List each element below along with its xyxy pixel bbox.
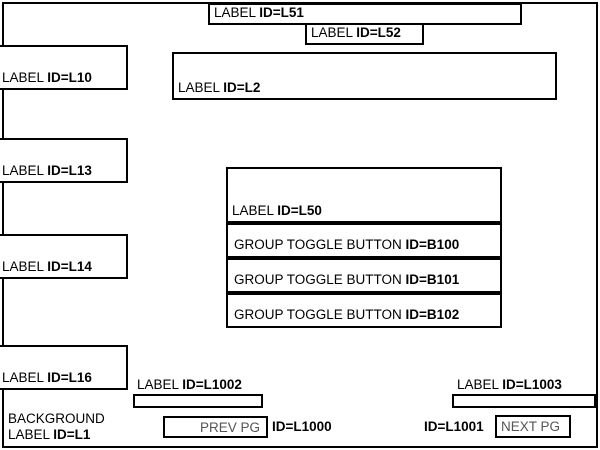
label-box-l14-id: ID=L14 xyxy=(47,259,92,274)
next-page-button-id: ID=L1001 xyxy=(424,419,484,435)
pagination-next-caption-id: ID=L1003 xyxy=(502,377,562,392)
group-toggle-button-b100-prefix: GROUP TOGGLE BUTTON xyxy=(234,237,406,252)
label-box-l10-text: LABEL ID=L10 xyxy=(2,70,92,85)
label-box-l13-prefix: LABEL xyxy=(2,163,48,178)
label-box-l52: LABEL ID=L52 xyxy=(305,23,424,45)
background-label-l1: BACKGROUND LABEL ID=L1 xyxy=(8,411,105,443)
label-box-l10-id: ID=L10 xyxy=(47,70,92,85)
pagination-next-caption: LABEL ID=L1003 xyxy=(457,377,562,392)
label-box-l51-id: ID=L51 xyxy=(259,5,304,20)
label-box-l51-prefix: LABEL xyxy=(214,5,260,20)
label-box-l16-text: LABEL ID=L16 xyxy=(2,370,92,385)
label-box-l52-text: LABEL ID=L52 xyxy=(311,25,401,40)
label-box-l16-id: ID=L16 xyxy=(47,370,92,385)
group-header-l50-id: ID=L50 xyxy=(277,203,322,218)
toggle-group-container: LABEL ID=L50 xyxy=(226,167,502,223)
group-toggle-button-b102-id: ID=B102 xyxy=(405,307,460,322)
group-toggle-button-b101[interactable]: GROUP TOGGLE BUTTON ID=B101 xyxy=(226,258,502,293)
label-box-l10-prefix: LABEL xyxy=(2,70,48,85)
label-box-l16: LABEL ID=L16 xyxy=(0,345,128,390)
group-toggle-button-b101-text: GROUP TOGGLE BUTTON ID=B101 xyxy=(234,272,459,287)
label-box-l52-id: ID=L52 xyxy=(356,25,401,40)
group-toggle-button-b102[interactable]: GROUP TOGGLE BUTTON ID=B102 xyxy=(226,293,502,328)
label-box-l14-text: LABEL ID=L14 xyxy=(2,259,92,274)
label-box-l13: LABEL ID=L13 xyxy=(0,138,128,183)
label-box-l51: LABEL ID=L51 xyxy=(208,3,522,25)
background-label-l1-line2: LABEL ID=L1 xyxy=(8,427,105,443)
prev-page-button-label: PREV PG xyxy=(199,419,260,435)
label-box-l2: LABEL ID=L2 xyxy=(172,52,557,100)
next-page-button[interactable]: NEXT PG xyxy=(495,415,571,438)
group-toggle-button-b102-prefix: GROUP TOGGLE BUTTON xyxy=(234,307,406,322)
group-toggle-button-b101-prefix: GROUP TOGGLE BUTTON xyxy=(234,272,406,287)
group-toggle-button-b101-id: ID=B101 xyxy=(405,272,460,287)
prev-page-button-id: ID=L1000 xyxy=(272,419,332,435)
label-box-l51-text: LABEL ID=L51 xyxy=(214,5,304,20)
background-label-l1-prefix: LABEL xyxy=(8,427,54,442)
pagination-next-caption-prefix: LABEL xyxy=(457,377,503,392)
label-box-l52-prefix: LABEL xyxy=(311,25,357,40)
group-toggle-button-b100-id: ID=B100 xyxy=(405,237,460,252)
background-label-l1-line1: BACKGROUND xyxy=(8,411,105,426)
group-header-l50-text: LABEL ID=L50 xyxy=(232,203,322,218)
prev-page-button[interactable]: PREV PG xyxy=(163,416,268,438)
next-page-button-id-text: ID=L1001 xyxy=(424,419,484,434)
group-header-l50-prefix: LABEL xyxy=(232,203,278,218)
group-toggle-button-b100-text: GROUP TOGGLE BUTTON ID=B100 xyxy=(234,237,459,252)
next-page-button-label: NEXT PG xyxy=(501,419,561,434)
label-box-l2-text: LABEL ID=L2 xyxy=(178,80,260,95)
background-label-l1-id: ID=L1 xyxy=(53,427,91,442)
pagination-prev-caption: LABEL ID=L1002 xyxy=(137,377,242,392)
label-box-l14-prefix: LABEL xyxy=(2,259,48,274)
label-box-l14: LABEL ID=L14 xyxy=(0,234,128,279)
label-box-l13-id: ID=L13 xyxy=(47,163,92,178)
pagination-prev-field-box xyxy=(133,394,263,408)
pagination-prev-caption-id: ID=L1002 xyxy=(182,377,242,392)
pagination-next-field-box xyxy=(452,394,596,408)
group-toggle-button-b102-text: GROUP TOGGLE BUTTON ID=B102 xyxy=(234,307,459,322)
label-box-l2-id: ID=L2 xyxy=(223,80,261,95)
label-box-l13-text: LABEL ID=L13 xyxy=(2,163,92,178)
label-box-l2-prefix: LABEL xyxy=(178,80,224,95)
prev-page-button-id-text: ID=L1000 xyxy=(272,419,332,434)
pagination-prev-caption-prefix: LABEL xyxy=(137,377,183,392)
group-toggle-button-b100[interactable]: GROUP TOGGLE BUTTON ID=B100 xyxy=(226,223,502,258)
label-box-l16-prefix: LABEL xyxy=(2,370,48,385)
label-box-l10: LABEL ID=L10 xyxy=(0,45,128,90)
